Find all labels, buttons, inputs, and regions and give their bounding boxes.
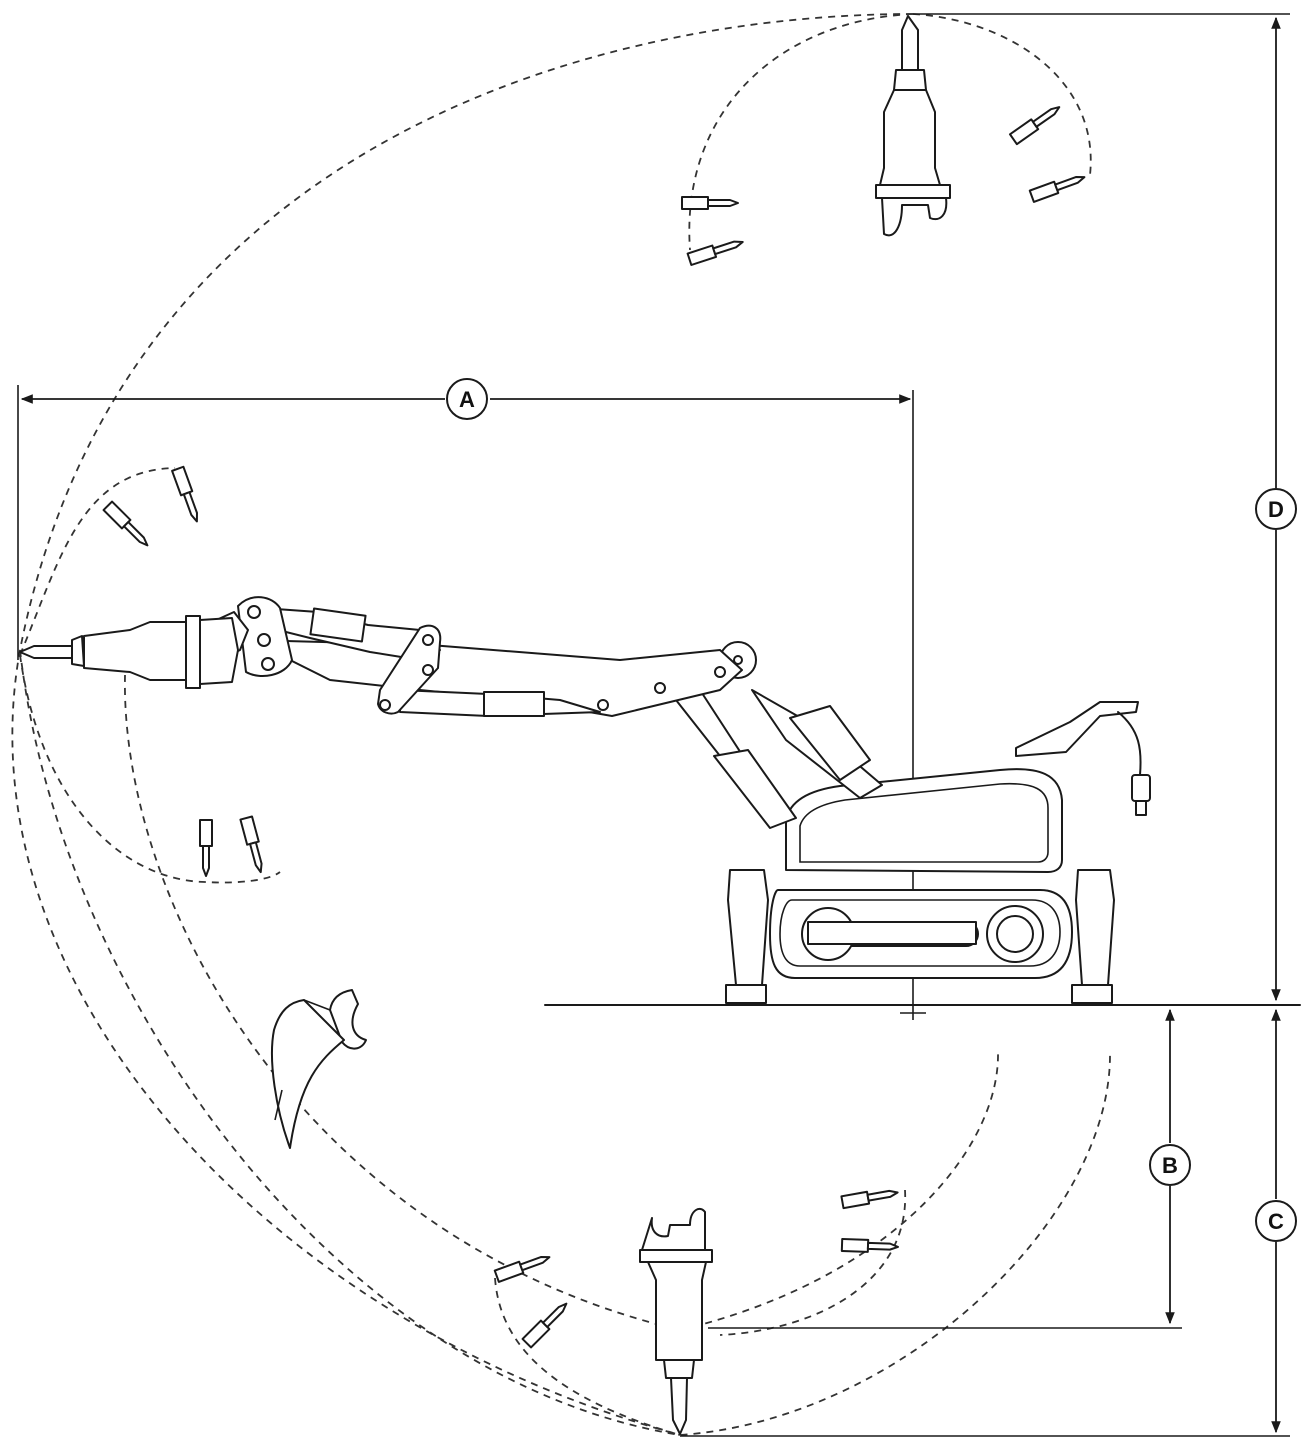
label-d: D xyxy=(1268,497,1284,522)
demolition-robot xyxy=(725,701,1151,1004)
label-a: A xyxy=(459,387,475,412)
label-b: B xyxy=(1162,1153,1178,1178)
label-a-circle xyxy=(446,378,488,420)
dimension-b xyxy=(708,1008,1182,1329)
reach-envelope-arcs xyxy=(11,13,1111,1436)
breaker-left-extended xyxy=(19,615,239,689)
dimension-d xyxy=(913,13,1290,1002)
label-d-circle xyxy=(1255,488,1297,530)
breaker-top xyxy=(875,15,951,237)
label-b-circle xyxy=(1149,1144,1191,1186)
label-c: C xyxy=(1268,1209,1284,1234)
breaker-bottom xyxy=(639,1207,713,1435)
boom-arm xyxy=(211,596,883,829)
label-c-circle xyxy=(1255,1200,1297,1242)
bucket-tool xyxy=(271,989,367,1149)
dimension-c xyxy=(680,1008,1290,1437)
dimension-a xyxy=(17,385,912,660)
